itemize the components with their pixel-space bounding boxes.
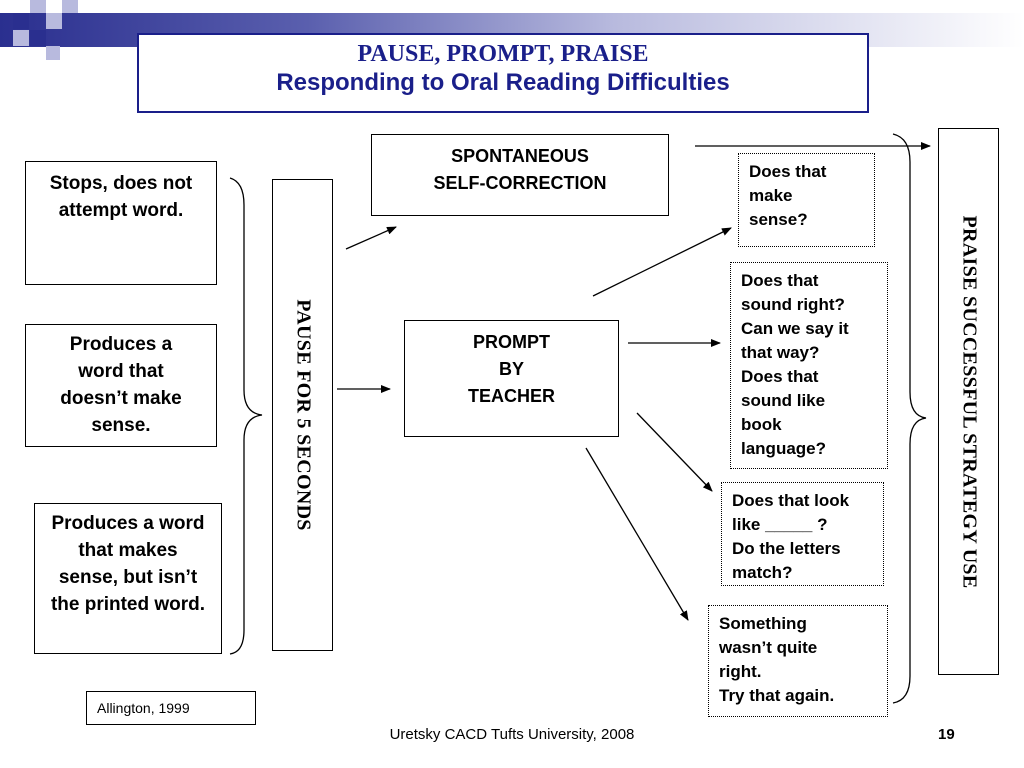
decor-square <box>46 46 60 60</box>
citation: Allington, 1999 <box>86 691 256 725</box>
prompt-text: make <box>749 186 793 205</box>
prompt-text: Can we say it <box>741 319 849 338</box>
prompt-text: sound like <box>741 391 826 410</box>
decor-square <box>13 13 29 29</box>
title-box: PAUSE, PROMPT, PRAISE Responding to Oral… <box>137 33 869 113</box>
prompt-text: language? <box>741 439 827 458</box>
praise-box: PRAISE SUCCESSFUL STRATEGY USE <box>938 128 999 675</box>
decor-square <box>62 0 78 13</box>
self-correction-line: SPONTANEOUS <box>451 146 589 166</box>
prompt-line: PROMPT <box>472 332 550 352</box>
decor-square <box>46 13 62 29</box>
prompt-box: PROMPT BY TEACHER <box>404 320 619 437</box>
decor-square <box>30 30 46 46</box>
prompt-meaning-box: Does that make sense? <box>738 153 875 247</box>
arrow-prompt-to-visual <box>636 412 713 492</box>
prompt-text: book <box>741 415 782 434</box>
arrow-prompt-to-meaning <box>592 227 732 297</box>
prompt-text: that way? <box>741 343 820 362</box>
error-box-stops: Stops, does not attempt word. <box>25 161 217 285</box>
slide-subtitle: Responding to Oral Reading Difficulties <box>276 69 730 96</box>
prompt-structure-box: Does that sound right? Can we say it tha… <box>730 262 888 469</box>
error-text: Stops, does not attempt word. <box>49 173 193 221</box>
prompt-text: like _____ ? <box>732 515 828 534</box>
right-brace <box>892 133 927 704</box>
prompt-text: Do the letters <box>732 539 841 558</box>
prompt-line: TEACHER <box>467 386 555 406</box>
prompt-text: Does that <box>741 367 819 386</box>
prompt-text: sound right? <box>741 295 845 314</box>
prompt-text: match? <box>732 563 793 582</box>
decor-square <box>13 30 29 46</box>
page-number: 19 <box>938 726 955 743</box>
slide-title: PAUSE, PROMPT, PRAISE <box>357 41 649 67</box>
decor-square <box>30 0 46 13</box>
prompt-text: sense? <box>749 210 808 229</box>
prompt-text: Does that <box>741 271 819 290</box>
prompt-text: Does that <box>749 162 827 181</box>
arrow-pause-to-selfcorrect <box>345 226 397 250</box>
self-correction-box: SPONTANEOUS SELF-CORRECTION <box>371 134 669 216</box>
error-text: Produces a word that makes sense, but is… <box>50 513 206 615</box>
prompt-retry-box: Something wasn’t quite right. Try that a… <box>708 605 888 717</box>
prompt-text: right. <box>719 662 762 681</box>
footer-text: Uretsky CACD Tufts University, 2008 <box>389 726 635 743</box>
pause-box: PAUSE FOR 5 SECONDS <box>272 179 333 651</box>
prompt-text: Try that again. <box>719 686 835 705</box>
prompt-text: Does that look <box>732 491 850 510</box>
left-brace <box>229 177 263 655</box>
arrow-prompt-to-retry <box>585 447 689 621</box>
error-box-sense-misread: Produces a word that makes sense, but is… <box>34 503 222 654</box>
self-correction-line: SELF-CORRECTION <box>433 173 607 193</box>
error-box-nonsense: Produces a word that doesn’t make sense. <box>25 324 217 447</box>
prompt-line: BY <box>498 359 524 379</box>
prompt-visual-box: Does that look like _____ ? Do the lette… <box>721 482 884 586</box>
error-text: Produces a word that doesn’t make sense. <box>60 334 182 436</box>
prompt-text: Something <box>719 614 807 633</box>
prompt-text: wasn’t quite <box>719 638 818 657</box>
